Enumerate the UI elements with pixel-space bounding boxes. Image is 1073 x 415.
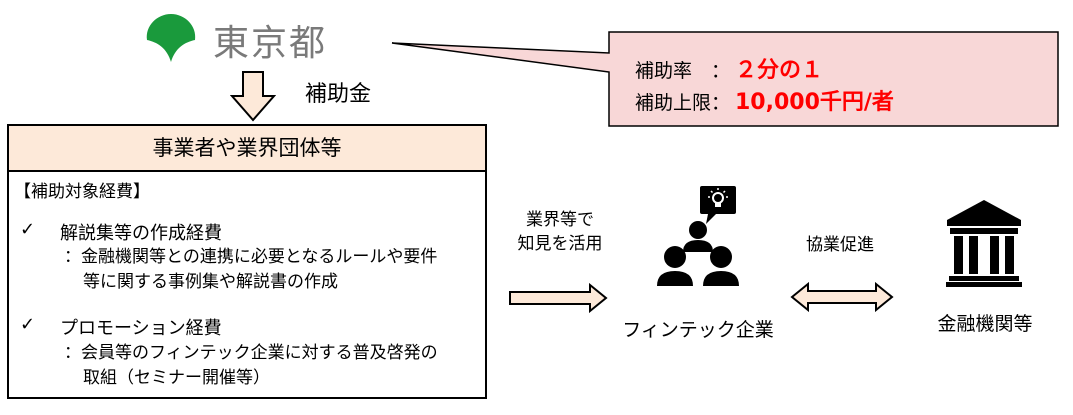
subsidy-label: 補助金 — [305, 82, 372, 107]
arrow-label-line: 業界等で — [526, 210, 594, 230]
down-arrow-icon — [230, 71, 276, 122]
section-title: 【補助対象経費】 — [14, 182, 150, 202]
collab-label: 協業促進 — [806, 235, 874, 255]
applicant-box: 事業者や業界団体等 — [7, 124, 487, 399]
check-icon: ✓ — [20, 314, 36, 335]
applicant-header: 事業者や業界団体等 — [9, 126, 485, 172]
check-icon: ✓ — [20, 219, 36, 240]
rate-value: ２分の１ — [735, 58, 824, 83]
double-arrow-icon — [790, 282, 894, 312]
bank-icon — [946, 200, 1022, 287]
limit-label: 補助上限： — [635, 92, 731, 114]
callout-rate-row: 補助率 ：２分の１ — [635, 52, 823, 84]
rate-label: 補助率 ： — [635, 60, 731, 82]
arrow-label: 業界等で 知見を活用 — [505, 208, 615, 256]
item-title: プロモーション経費 — [60, 318, 222, 339]
item-title: 解説集等の作成経費 — [60, 223, 222, 244]
fintech-caption: フィンテック企業 — [622, 319, 774, 341]
logo-text: 東京都 — [213, 23, 328, 64]
tokyo-logo-icon — [146, 14, 196, 62]
item-desc: ：会員等のフィンテック企業に対する普及啓発の — [64, 343, 438, 363]
item-desc: 取組（セミナー開催等） — [83, 368, 270, 388]
fintech-people-icon — [657, 186, 739, 286]
item-desc: 等に関する事例集や解説書の作成 — [83, 272, 338, 292]
item-desc: ：金融機関等との連携に必要となるルールや要件 — [64, 247, 438, 267]
limit-value: 10,000千円/者 — [735, 90, 894, 115]
arrow-label-line: 知見を活用 — [517, 234, 603, 254]
right-arrow-icon — [509, 283, 608, 313]
callout-limit-row: 補助上限：10,000千円/者 — [635, 84, 894, 116]
bank-caption: 金融機関等 — [937, 313, 1033, 335]
